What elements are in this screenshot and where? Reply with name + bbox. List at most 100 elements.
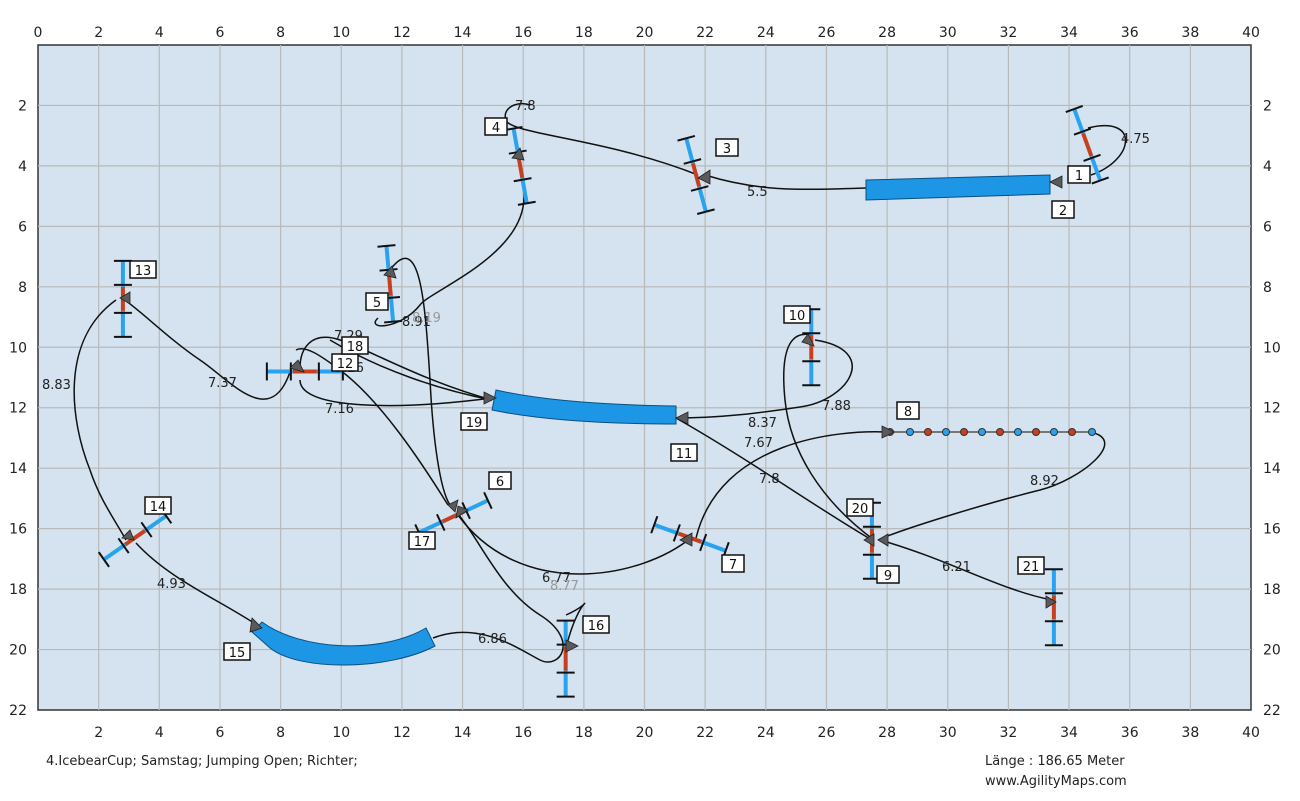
y-tick-label: 2 — [1263, 98, 1272, 114]
x-tick-label: 36 — [1121, 725, 1139, 741]
jump-bar — [653, 522, 680, 536]
obstacle-number-10: 10 — [783, 305, 811, 324]
jump-bar — [511, 128, 521, 155]
distance-label: 7.37 — [208, 376, 237, 391]
jump-bar — [102, 542, 127, 562]
arrow-7 — [679, 532, 693, 547]
y-tick-label: 12 — [9, 401, 27, 417]
obstacle-number-20: 20 — [846, 498, 874, 517]
distance-labels: 4.75 5.5 7.8 8.91 8.19 7.29 7.26 7.37 7.… — [42, 99, 1150, 647]
x-tick-label: 28 — [878, 25, 896, 41]
jumps — [97, 105, 1110, 698]
jump-wing — [436, 513, 446, 532]
y-tick-label: 20 — [9, 643, 27, 659]
path-12-19 — [299, 379, 493, 407]
jump-bar — [388, 295, 396, 322]
x-tick-label: 10 — [332, 725, 350, 741]
jump-1 — [1065, 105, 1110, 185]
path-17-18 — [295, 348, 449, 506]
x-tick-label: 12 — [393, 25, 411, 41]
svg-text:3: 3 — [723, 142, 731, 157]
obstacle-number-4: 4 — [484, 117, 508, 136]
jump-bar — [684, 137, 695, 164]
y-tick-label: 22 — [9, 703, 27, 719]
website-link[interactable]: www.AgilityMaps.com — [985, 774, 1127, 789]
y-tick-label: 14 — [9, 461, 27, 477]
svg-text:16: 16 — [588, 619, 605, 634]
x-tick-label: 34 — [1060, 25, 1078, 41]
jump-bar — [520, 177, 529, 204]
arrow-5 — [383, 265, 397, 279]
jump-wing — [517, 200, 536, 206]
obstacle-number-7: 7 — [721, 554, 745, 573]
distance-label: 4.93 — [157, 577, 186, 592]
path-6-7 — [457, 514, 693, 575]
obstacle-number-19: 19 — [460, 412, 488, 431]
jump-bar-center — [124, 529, 147, 547]
path-15-16 — [432, 513, 564, 663]
path-12-13 — [121, 297, 291, 400]
svg-text:19: 19 — [466, 416, 483, 431]
jump-wing — [672, 524, 681, 542]
jump-12 — [265, 362, 344, 381]
x-tick-label: 16 — [514, 725, 532, 741]
distance-label: 8.37 — [748, 416, 777, 431]
jump-wing — [140, 521, 153, 538]
course-length: Länge : 186.65 Meter — [985, 754, 1125, 769]
x-tick-label: 8 — [276, 25, 285, 41]
jump-bar — [1072, 108, 1086, 135]
svg-text:14: 14 — [150, 500, 167, 515]
x-tick-label: 8 — [276, 725, 285, 741]
y-tick-label: 8 — [18, 280, 27, 296]
path-14-15 — [135, 542, 261, 628]
obstacle-number-2: 2 — [1051, 200, 1075, 219]
y-tick-label: 14 — [1263, 461, 1281, 477]
path-5-6 — [389, 257, 451, 506]
x-tick-label: 20 — [636, 25, 654, 41]
jump-wing — [650, 515, 659, 534]
jump-bar — [700, 539, 727, 553]
y-tick-label: 6 — [18, 219, 27, 235]
weave-poles — [886, 428, 1096, 436]
jump-wing — [677, 134, 696, 142]
x-tick-label: 0 — [34, 25, 43, 41]
distance-label: 6.77 — [542, 571, 571, 586]
x-tick-label: 22 — [696, 25, 714, 41]
path-13-14 — [73, 299, 127, 541]
jump-wing — [483, 491, 493, 510]
x-tick-label: 14 — [454, 725, 472, 741]
path-8-9 — [877, 431, 1106, 541]
y-tick-label: 10 — [1263, 340, 1281, 356]
jump-bar-center — [691, 162, 702, 188]
distance-label: 6.86 — [478, 632, 507, 647]
arrow-17 — [455, 505, 469, 519]
svg-text:4: 4 — [492, 121, 500, 136]
x-tick-label: 26 — [818, 725, 836, 741]
x-tick-label: 22 — [696, 725, 714, 741]
distance-label: 8.92 — [1030, 474, 1059, 489]
svg-text:21: 21 — [1023, 560, 1040, 575]
x-tick-label: 40 — [1242, 725, 1260, 741]
path-20-21 — [879, 539, 1053, 601]
event-info: 4.IcebearCup; Samstag; Jumping Open; Ric… — [46, 754, 358, 769]
jump-wing — [699, 533, 708, 552]
svg-text:10: 10 — [789, 309, 806, 324]
distance-label: 7.67 — [744, 436, 773, 451]
arrow-14 — [121, 529, 135, 541]
arrow-21 — [1045, 595, 1057, 609]
obstacle-number-11: 11 — [670, 443, 698, 462]
x-tick-label: 14 — [454, 25, 472, 41]
jump-wing — [696, 208, 715, 215]
jump-wing — [513, 177, 532, 183]
x-tick-label: 20 — [636, 725, 654, 741]
jump-wing — [1073, 127, 1092, 136]
arrow-15 — [249, 617, 263, 633]
obstacle-number-8: 8 — [896, 401, 920, 420]
svg-text:20: 20 — [852, 502, 869, 517]
x-tick-label: 32 — [999, 725, 1017, 741]
arrow-9 — [863, 533, 875, 547]
x-tick-label: 18 — [575, 725, 593, 741]
